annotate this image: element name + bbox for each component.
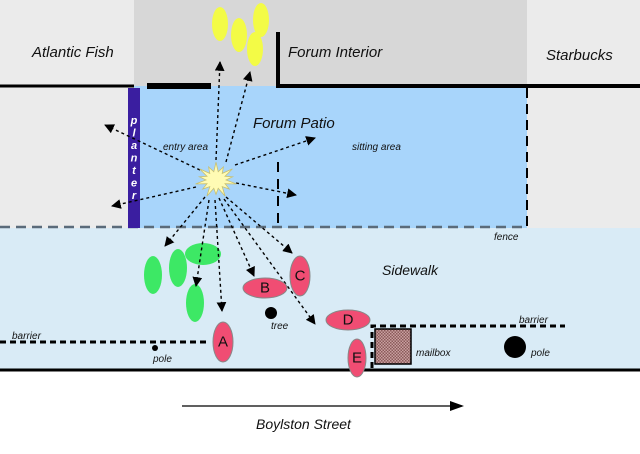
mailbox-icon: [374, 328, 412, 365]
barrier-right: [370, 324, 565, 368]
label-atlantic-fish: Atlantic Fish: [31, 44, 114, 61]
person-b-label: B: [260, 280, 270, 297]
person-yellow: [212, 7, 228, 41]
person-c: C: [289, 255, 311, 297]
person-yellow: [247, 32, 263, 66]
planter-letter: e: [131, 178, 137, 190]
arrow-to-b: [218, 197, 255, 277]
planter-letter: p: [130, 115, 138, 127]
label-forum-patio: Forum Patio: [253, 115, 335, 132]
blast-arrows: [104, 61, 316, 325]
arrow-to-a: [214, 199, 227, 312]
person-yellow: [253, 3, 269, 37]
sidewalk-region: [0, 228, 640, 370]
planter: [128, 88, 140, 228]
green-people-group: [144, 243, 221, 322]
pole-small-icon: [152, 345, 158, 351]
label-fence: fence: [494, 232, 519, 243]
planter-letter: r: [132, 190, 137, 202]
building-starbucks: [527, 0, 640, 86]
building-atlantic-fish: [0, 0, 134, 86]
arrow-to-green-1: [164, 196, 206, 247]
arrow-upper-right: [234, 136, 316, 166]
person-green: [144, 256, 162, 294]
person-green: [185, 243, 221, 265]
label-tree: tree: [271, 321, 289, 332]
arrow-to-forum-1: [214, 61, 225, 161]
building-forum-interior: [134, 0, 527, 86]
person-yellow: [231, 18, 247, 52]
person-d: D: [325, 309, 371, 331]
label-pole-small: pole: [152, 354, 172, 365]
person-a-label: A: [218, 334, 228, 351]
forum-patio-region: [134, 86, 527, 228]
label-starbucks: Starbucks: [546, 47, 613, 64]
atlantic-fish-lower: [0, 86, 134, 228]
yellow-people-group: [212, 3, 269, 66]
planter-letter: l: [132, 128, 136, 140]
arrow-right: [235, 182, 297, 199]
street-arrowhead-icon: [450, 401, 464, 411]
label-sidewalk: Sidewalk: [382, 262, 439, 278]
label-barrier-left: barrier: [12, 331, 42, 342]
label-barrier-right: barrier: [519, 315, 549, 326]
pole-large-icon: [504, 336, 526, 358]
planter-letter: a: [131, 140, 137, 152]
arrow-lower-left: [111, 186, 197, 209]
arrow-to-c: [225, 196, 293, 254]
person-e: E: [347, 338, 367, 378]
label-pole-large: pole: [530, 348, 550, 359]
arrow-to-green-2: [192, 199, 210, 287]
person-d-label: D: [343, 312, 354, 329]
label-sitting-area: sitting area: [352, 142, 401, 153]
person-e-label: E: [352, 350, 362, 367]
person-c-label: C: [295, 268, 306, 285]
tree-icon: [265, 307, 277, 319]
label-boylston-street: Boylston Street: [256, 416, 352, 432]
person-green: [186, 284, 204, 322]
person-a: A: [212, 321, 234, 363]
explosion-icon: [195, 162, 237, 197]
label-mailbox: mailbox: [416, 348, 451, 359]
arrow-to-d: [223, 198, 316, 325]
starbucks-lower: [527, 86, 640, 228]
label-forum-interior: Forum Interior: [288, 44, 383, 61]
forum-wall-right: [276, 32, 640, 88]
person-b: B: [242, 277, 288, 299]
person-green: [169, 249, 187, 287]
planter-letter: t: [132, 165, 137, 177]
planter-letter: n: [131, 153, 138, 165]
label-entry-area: entry area: [163, 142, 208, 153]
